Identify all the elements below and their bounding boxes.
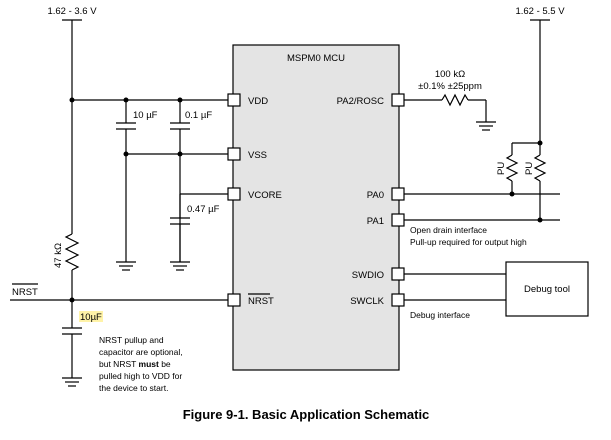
cap-vdd1-label: 10 µF — [133, 110, 158, 121]
pin-pa1 — [391, 213, 405, 227]
pin-swclk-label: SWCLK — [350, 296, 384, 307]
cap-vdd2-label: 0.1 µF — [185, 110, 212, 121]
resistor-rosc-value: 100 kΩ — [435, 69, 465, 80]
pin-pa2-rosc-label: PA2/ROSC — [337, 96, 384, 107]
pin-pa1-label: PA1 — [367, 216, 384, 227]
pin-pa0 — [391, 187, 405, 201]
pin-vdd-label: VDD — [248, 96, 268, 107]
resistor-rosc-tolerance: ±0.1% ±25ppm — [418, 81, 482, 92]
nrst-note-line3: but NRST must be — [99, 359, 171, 369]
pin-vdd — [227, 93, 241, 107]
figure-caption: Figure 9-1. Basic Application Schematic — [183, 407, 430, 422]
pa1-junction — [537, 217, 543, 223]
ground-icon — [62, 377, 82, 387]
pin-vcore-label: VCORE — [248, 190, 282, 201]
nrst-net-label: NRST — [12, 287, 38, 298]
cap-nrst-label: 10µF — [80, 312, 102, 323]
nrst-note-line2: capacitor are optional, — [99, 347, 183, 357]
nrst-note-line4: pulled high to VDD for — [99, 371, 182, 381]
cap-nrst-highlight — [79, 311, 103, 322]
vdd-junction-left — [69, 97, 75, 103]
pin-swclk — [391, 293, 405, 307]
mcu-title: MSPM0 MCU — [287, 53, 345, 64]
debug-tool-label: Debug tool — [524, 284, 570, 295]
cap-vcore-label: 0.47 µF — [187, 204, 220, 215]
ground-icon — [476, 121, 496, 131]
debug-interface-label: Debug interface — [410, 310, 470, 320]
pin-swdio-label: SWDIO — [352, 270, 384, 281]
pullup-required-label: Pull-up required for output high — [410, 237, 527, 247]
mcu-body — [232, 44, 400, 371]
supply-left-label: 1.62 - 3.6 V — [47, 6, 97, 17]
ground-icon — [170, 261, 190, 271]
nrst-note-line5: the device to start. — [99, 383, 168, 393]
pin-pa2-rosc — [391, 93, 405, 107]
open-drain-label: Open drain interface — [410, 225, 487, 235]
resistor-pu1-label: PU — [496, 162, 507, 175]
pin-nrst-label: NRST — [248, 296, 274, 307]
pin-pa0-label: PA0 — [367, 190, 384, 201]
resistor-pu2-label: PU — [524, 162, 535, 175]
vss-junction-cap2 — [177, 151, 183, 157]
pin-vcore — [227, 187, 241, 201]
pin-vss — [227, 147, 241, 161]
nrst-note-line1: NRST pullup and — [99, 335, 164, 345]
supply-right-label: 1.62 - 5.5 V — [515, 6, 565, 17]
vss-junction-cap1 — [123, 151, 129, 157]
resistor-rosc — [441, 93, 469, 107]
resistor-nrst-label: 47 kΩ — [53, 243, 64, 268]
pa0-junction — [509, 191, 515, 197]
ground-icon — [116, 261, 136, 271]
resistor-pu1 — [505, 154, 519, 182]
resistor-pu2 — [533, 154, 547, 182]
debug-tool-box — [505, 261, 589, 317]
resistor-nrst — [64, 233, 80, 271]
pin-swdio — [391, 267, 405, 281]
pin-vss-label: VSS — [248, 150, 267, 161]
pin-nrst — [227, 293, 241, 307]
